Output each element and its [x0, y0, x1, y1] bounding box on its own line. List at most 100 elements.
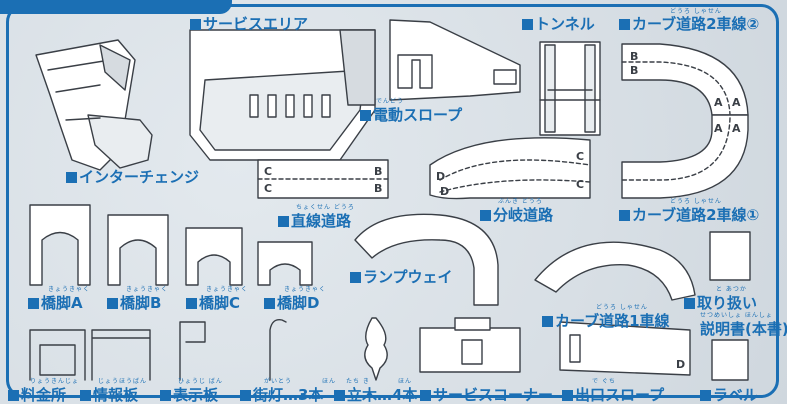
bullet-square-icon [684, 298, 695, 309]
manual-illustration [709, 231, 751, 281]
bullet-square-icon [190, 19, 201, 30]
label-sticker-label: ラベル [700, 384, 758, 404]
bullet-square-icon [542, 316, 553, 327]
bullet-square-icon [619, 19, 630, 30]
ruby-kyoukyaku: きょうきゃく [48, 286, 91, 293]
ruby-setsumeisho: せつめいしょ ほんしょ [700, 312, 773, 319]
ruby-deguchi: で ぐち [592, 378, 616, 385]
curve-1lane-illustration [534, 241, 696, 301]
track-letter-d: D [440, 185, 449, 198]
electric-slope-illustration [389, 19, 521, 101]
track-letter-a: A [714, 122, 723, 135]
ruby-bunki-douro: ぶんき どうろ [498, 198, 543, 205]
interchange-illustration [35, 39, 153, 171]
branch-road-illustration [429, 137, 591, 200]
toll-illustration [29, 329, 86, 381]
pier-d-illustration [257, 241, 313, 286]
bullet-square-icon [8, 390, 19, 401]
bullet-square-icon [278, 216, 289, 227]
bullet-square-icon [360, 110, 371, 121]
ruby-jouhouban: じょうほうばん [98, 378, 148, 385]
tree-illustration [364, 317, 388, 381]
track-letter-a: A [732, 96, 741, 109]
curve-2lane-1-label: カーブ道路2車線① [619, 204, 759, 225]
manual-label-2: 説明書(本書) [700, 320, 787, 338]
ruby-kyoukyaku: きょうきゃく [126, 286, 169, 293]
service-area-illustration [189, 29, 376, 161]
bullet-square-icon [334, 390, 345, 401]
ruby-tachiki: たち き [346, 378, 370, 385]
pier-b-label: 橋脚B [107, 292, 161, 313]
bullet-square-icon [66, 172, 77, 183]
bullet-square-icon [420, 390, 431, 401]
bullet-square-icon [700, 390, 711, 401]
bullet-square-icon [480, 210, 491, 221]
header-tab [0, 0, 232, 14]
info-board-illustration [91, 329, 151, 381]
ruby-ryoukinjo: りょうきんじょ [30, 378, 80, 385]
exit-slope-label: 出口スロープ [562, 384, 664, 404]
pier-d-label: 橋脚D [264, 292, 319, 313]
pier-a-illustration [29, 204, 91, 286]
curve-2lane-2-label: カーブ道路2車線② [619, 13, 759, 34]
track-letter-b: B [630, 64, 638, 77]
manual-label: 取り扱い [684, 292, 757, 313]
track-letter-b: B [374, 182, 382, 195]
label-sticker-illustration [711, 339, 749, 381]
track-letter-b: B [374, 165, 382, 178]
tunnel-illustration [539, 41, 601, 136]
street-light-illustration [269, 319, 287, 381]
interchange-label: インターチェンジ [66, 166, 199, 187]
bullet-square-icon [240, 390, 251, 401]
curve-1lane-label: カーブ道路1車線 [542, 310, 670, 331]
straight-road-illustration [257, 159, 389, 199]
ruby-hon: ほん [322, 378, 337, 385]
track-letter-c: C [264, 165, 272, 178]
bullet-square-icon [107, 298, 118, 309]
track-letter-c: C [576, 178, 584, 191]
pier-c-label: 橋脚C [186, 292, 240, 313]
tree-label: 立木…4本 [334, 384, 417, 404]
bullet-square-icon [28, 298, 39, 309]
service-area-label: サービスエリア [190, 13, 308, 34]
bullet-square-icon [562, 390, 573, 401]
track-letter-d: D [436, 170, 445, 183]
ruby-chokusen-douro: ちょくせん どうろ [296, 204, 355, 211]
ruby-gaitou: がいとう [264, 378, 293, 385]
track-letter-a: A [732, 122, 741, 135]
ramp-way-label: ランプウェイ [350, 266, 453, 287]
ramp-way-illustration [354, 213, 499, 306]
curve-2lane-1-illustration [621, 114, 749, 199]
pier-a-label: 橋脚A [28, 292, 83, 313]
street-light-label: 街灯…3本 [240, 384, 323, 404]
info-board-label: 情報板 [80, 384, 138, 404]
track-letter-c: C [576, 150, 584, 163]
tunnel-label: トンネル [522, 13, 595, 34]
ruby-douro-shasen: どうろ しゃせん [670, 198, 722, 205]
bullet-square-icon [186, 298, 197, 309]
straight-road-label: 直線道路 [278, 210, 351, 231]
service-corner-illustration [419, 317, 521, 373]
bullet-square-icon [619, 210, 630, 221]
track-letter-c: C [264, 182, 272, 195]
bullet-square-icon [522, 19, 533, 30]
pier-b-illustration [107, 214, 169, 286]
curve-2lane-2-illustration [621, 43, 749, 116]
ruby-douro-shasen: どうろ しゃせん [596, 304, 648, 311]
blue-frame [6, 4, 779, 398]
track-letter-d: D [676, 358, 685, 371]
bullet-square-icon [80, 390, 91, 401]
track-letter-a: A [714, 96, 723, 109]
service-corner-label: サービスコーナー [420, 384, 553, 404]
electric-slope-label: 電動スロープ [360, 104, 462, 125]
pier-c-illustration [185, 227, 243, 286]
ruby-hyoujiban: ひょうじ ばん [178, 378, 223, 385]
ruby-hon: ほん [398, 378, 413, 385]
bullet-square-icon [160, 390, 171, 401]
ruby-douro-shasen: どうろ しゃせん [670, 8, 722, 15]
exit-slope-illustration [559, 321, 691, 376]
ruby-dendou: でんどう [376, 98, 404, 105]
ruby-kyoukyaku: きょうきゃく [206, 286, 249, 293]
